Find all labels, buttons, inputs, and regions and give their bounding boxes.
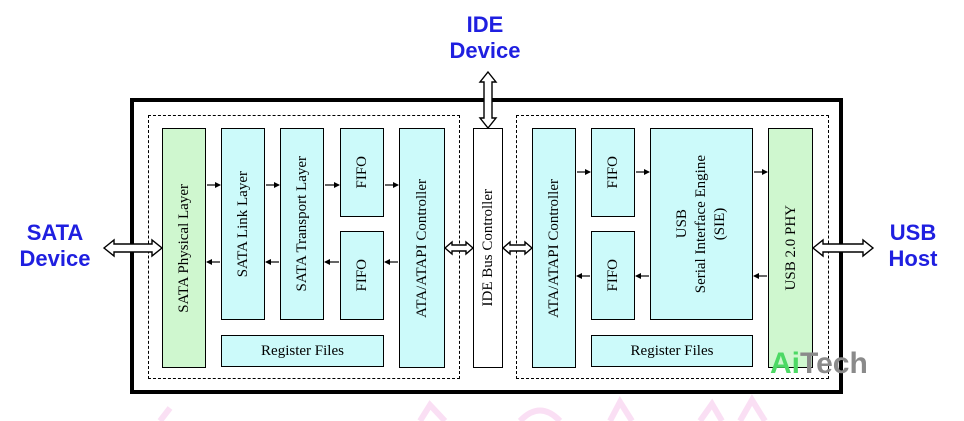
usb-ata-atapi-controller-block: ATA/ATAPI Controller bbox=[532, 128, 576, 368]
sata-register-files-block: Register Files bbox=[221, 335, 384, 367]
ide-device-double-arrow bbox=[478, 70, 498, 130]
aitech-watermark: AiTech bbox=[770, 346, 910, 382]
usb-register-files-block: Register Files bbox=[591, 335, 753, 367]
usb-sie-block: USB Serial Interface Engine (SIE) bbox=[650, 128, 753, 320]
sata-fifo-bottom-block: FIFO bbox=[340, 231, 384, 320]
sata-device-line1: SATA bbox=[26, 220, 84, 245]
sata-device-line2: Device bbox=[19, 246, 91, 271]
ide-device-label: IDE Device bbox=[440, 12, 530, 64]
sata-register-files-label: Register Files bbox=[261, 342, 344, 359]
ide-to-usb-controller-arrow bbox=[501, 240, 534, 256]
ide-device-line2: Device bbox=[449, 38, 521, 63]
usb-host-line1: USB bbox=[889, 220, 937, 245]
sata-fifo-top-block: FIFO bbox=[340, 128, 384, 217]
sata-device-double-arrow bbox=[102, 238, 164, 258]
usb-fifo-bottom-block: FIFO bbox=[591, 231, 635, 320]
aitech-watermark-tech: Tech bbox=[800, 347, 868, 380]
usb-host-label: USB Host bbox=[868, 220, 958, 272]
sata-link-layer-block: SATA Link Layer bbox=[221, 128, 265, 320]
usb-host-line2: Host bbox=[888, 246, 938, 271]
usb-host-double-arrow bbox=[811, 238, 875, 258]
sata-ata-atapi-controller-block: ATA/ATAPI Controller bbox=[399, 128, 445, 368]
usb-register-files-label: Register Files bbox=[630, 342, 714, 359]
aitech-watermark-ai: Ai bbox=[770, 347, 800, 380]
sata-device-label: SATA Device bbox=[6, 220, 104, 272]
ide-device-line1: IDE bbox=[466, 12, 504, 37]
faint-background-marks bbox=[157, 394, 768, 421]
usb-fifo-top-block: FIFO bbox=[591, 128, 635, 217]
sata-controller-to-ide-arrow bbox=[443, 240, 475, 256]
sata-transport-layer-block: SATA Transport Layer bbox=[280, 128, 324, 320]
